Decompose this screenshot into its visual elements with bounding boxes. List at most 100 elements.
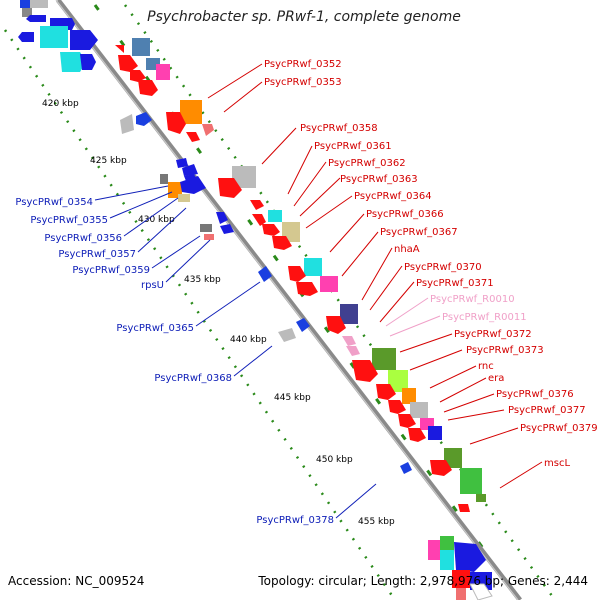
gene-feature[interactable] [326,316,346,334]
gene-feature[interactable] [218,178,242,198]
gene-label[interactable]: PsycPRwf_0378 [256,515,334,526]
gene-feature[interactable] [398,414,416,428]
gene-feature[interactable] [80,54,96,70]
gene-feature[interactable] [430,460,452,476]
gene-feature[interactable] [40,26,68,48]
gene-feature[interactable] [118,55,138,72]
gene-label[interactable]: PsycPRwf_0371 [416,278,494,289]
gene-label[interactable]: PsycPRwf_0379 [520,423,598,434]
gene-feature[interactable] [388,400,406,414]
gene-feature[interactable] [176,158,188,168]
gene-label[interactable]: PsycPRwf_0356 [44,233,122,244]
gene-feature[interactable] [400,462,412,474]
gene-feature[interactable] [178,194,190,202]
gene-feature[interactable] [452,570,470,588]
gene-feature[interactable] [232,166,256,188]
gene-feature[interactable] [262,224,280,236]
gene-feature[interactable] [444,448,462,468]
gene-feature[interactable] [182,164,198,176]
gene-label[interactable]: PsycPRwf_0354 [15,197,93,208]
rna-label[interactable]: PsycPRwf_R0011 [442,312,527,323]
gene-feature[interactable] [454,542,486,572]
gene-label[interactable]: PsycPRwf_0370 [404,262,482,273]
gene-feature[interactable] [352,360,378,382]
gene-feature[interactable] [204,234,214,240]
gene-label[interactable]: PsycPRwf_0362 [328,158,406,169]
gene-feature[interactable] [268,210,282,222]
gene-feature[interactable] [304,258,322,276]
gene-feature[interactable] [22,8,32,17]
gene-feature[interactable] [20,0,30,8]
gene-label[interactable]: PsycPRwf_0359 [72,265,150,276]
gene-feature[interactable] [156,64,170,80]
gene-feature[interactable] [200,224,212,232]
gene-feature[interactable] [26,15,46,22]
rna-feature[interactable] [342,336,356,346]
gene-feature[interactable] [216,212,228,224]
gene-feature[interactable] [115,45,124,53]
gene-feature[interactable] [166,112,186,134]
gene-feature[interactable] [180,100,202,124]
gene-label[interactable]: PsycPRwf_0368 [154,373,232,384]
gene-label[interactable]: PsycPRwf_0355 [30,215,108,226]
rna-label[interactable]: PsycPRwf_R0010 [430,294,515,305]
gene-feature[interactable] [372,348,396,370]
gene-feature[interactable] [376,384,396,400]
gene-feature[interactable] [288,266,306,282]
gene-label[interactable]: PsycPRwf_0361 [314,141,392,152]
gene-feature[interactable] [278,328,296,342]
gene-label[interactable]: PsycPRwf_0372 [454,329,532,340]
gene-feature[interactable] [180,176,206,194]
gene-feature[interactable] [428,426,442,440]
gene-label[interactable]: nhaA [394,244,420,255]
gene-feature[interactable] [160,174,168,184]
gene-feature[interactable] [440,550,454,570]
gene-feature[interactable] [252,214,266,226]
gene-feature[interactable] [30,0,48,8]
gene-feature[interactable] [402,388,416,404]
gene-label[interactable]: PsycPRwf_0352 [264,59,342,70]
gene-feature[interactable] [258,266,272,282]
gene-feature[interactable] [460,468,482,494]
gene-feature[interactable] [60,52,86,72]
gene-label[interactable]: PsycPRwf_0376 [496,389,574,400]
gene-feature[interactable] [120,114,134,134]
gene-label[interactable]: PsycPRwf_0353 [264,77,342,88]
gene-feature[interactable] [272,236,292,250]
rna-feature[interactable] [346,346,360,356]
gene-feature[interactable] [410,402,428,418]
gene-label[interactable]: PsycPRwf_0357 [58,249,136,260]
gene-label[interactable]: PsycPRwf_0358 [300,123,378,134]
gene-label[interactable]: mscL [544,458,570,469]
gene-label[interactable]: PsycPRwf_0367 [380,227,458,238]
gene-feature[interactable] [136,112,152,126]
gene-label[interactable]: rpsU [141,280,164,291]
gene-feature[interactable] [469,583,493,600]
gene-feature[interactable] [388,370,408,392]
gene-feature[interactable] [220,224,234,234]
gene-label[interactable]: PsycPRwf_0366 [366,209,444,220]
gene-feature[interactable] [250,200,264,210]
gene-feature[interactable] [458,504,470,512]
gene-feature[interactable] [202,124,214,136]
gene-label[interactable]: PsycPRwf_0365 [116,323,194,334]
gene-feature[interactable] [476,494,486,502]
gene-feature[interactable] [428,540,442,560]
gene-label[interactable]: rnc [478,361,494,372]
gene-label[interactable]: PsycPRwf_0363 [340,174,418,185]
gene-label[interactable]: PsycPRwf_0373 [466,345,544,356]
gene-feature[interactable] [440,536,454,550]
gene-feature[interactable] [456,588,466,600]
gene-feature[interactable] [186,132,200,142]
gene-feature[interactable] [18,32,34,42]
gene-feature[interactable] [132,38,150,56]
gene-feature[interactable] [130,70,146,82]
gene-feature[interactable] [296,318,310,332]
gene-label[interactable]: PsycPRwf_0377 [508,405,586,416]
gene-label[interactable]: PsycPRwf_0364 [354,191,432,202]
gene-feature[interactable] [320,276,338,292]
gene-feature[interactable] [70,30,98,50]
gene-feature[interactable] [296,282,318,296]
gene-feature[interactable] [340,304,358,324]
gene-label[interactable]: era [488,373,504,384]
